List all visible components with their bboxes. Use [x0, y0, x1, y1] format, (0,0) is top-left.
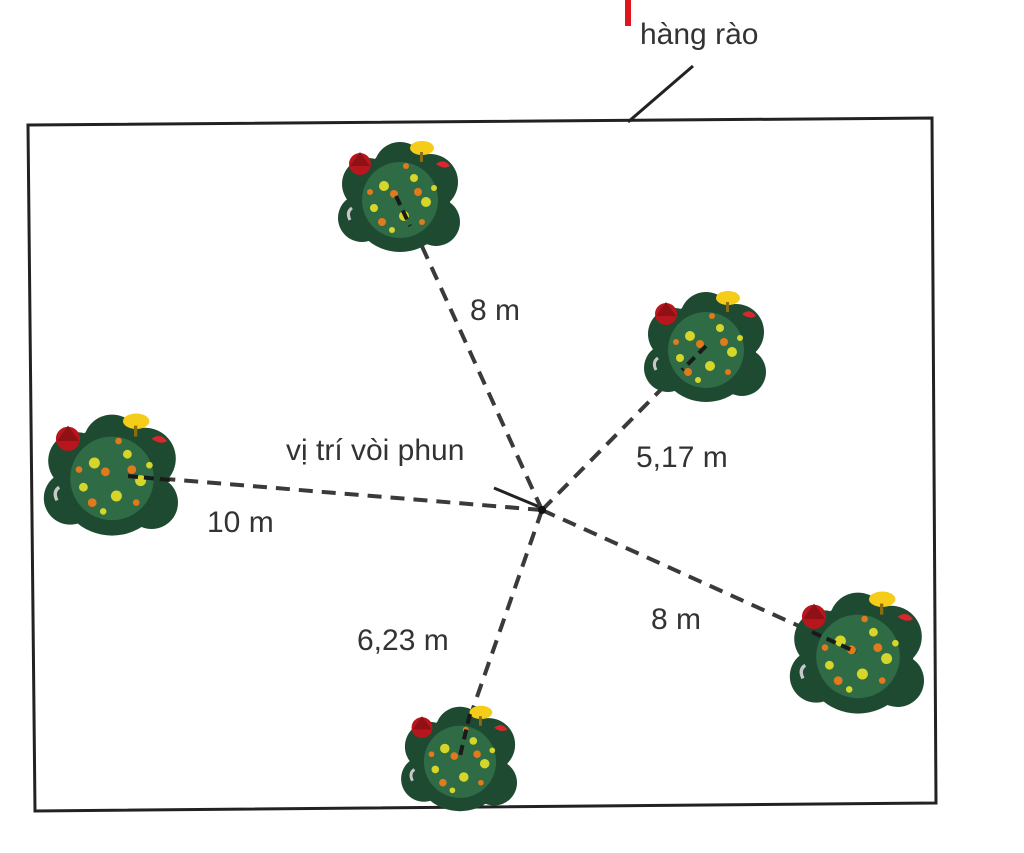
- sprinkler-label: vị trí vòi phun: [286, 434, 465, 467]
- bush-top: [336, 139, 462, 254]
- distance-label-lower-right: 8 m: [651, 603, 702, 636]
- distance-label-bottom: 6,23 m: [357, 624, 449, 657]
- bush-stub-left: [127, 474, 171, 482]
- sprinkler-leader-line: [493, 486, 543, 510]
- bush-bottom: [399, 704, 519, 813]
- bush-left: [42, 411, 180, 538]
- bush-stub-top: [394, 195, 412, 227]
- distance-label-upper-right: 5,17 m: [636, 441, 728, 474]
- distance-label-left: 10 m: [207, 506, 274, 539]
- bush-stub-upper-right: [680, 344, 708, 372]
- distance-line-bottom: [460, 509, 544, 741]
- distance-label-top: 8 m: [470, 294, 521, 327]
- fence-leader-line: [627, 64, 694, 124]
- bush-stub-bottom: [458, 713, 472, 757]
- red-marker: [625, 0, 631, 26]
- bush-lower-right: [788, 589, 926, 716]
- sprinkler-point: [538, 506, 546, 514]
- fence-label: hàng rào: [640, 18, 759, 51]
- bush-stub-lower-right: [811, 630, 857, 654]
- distance-line-left: [129, 474, 543, 512]
- distance-line-top: [398, 197, 544, 511]
